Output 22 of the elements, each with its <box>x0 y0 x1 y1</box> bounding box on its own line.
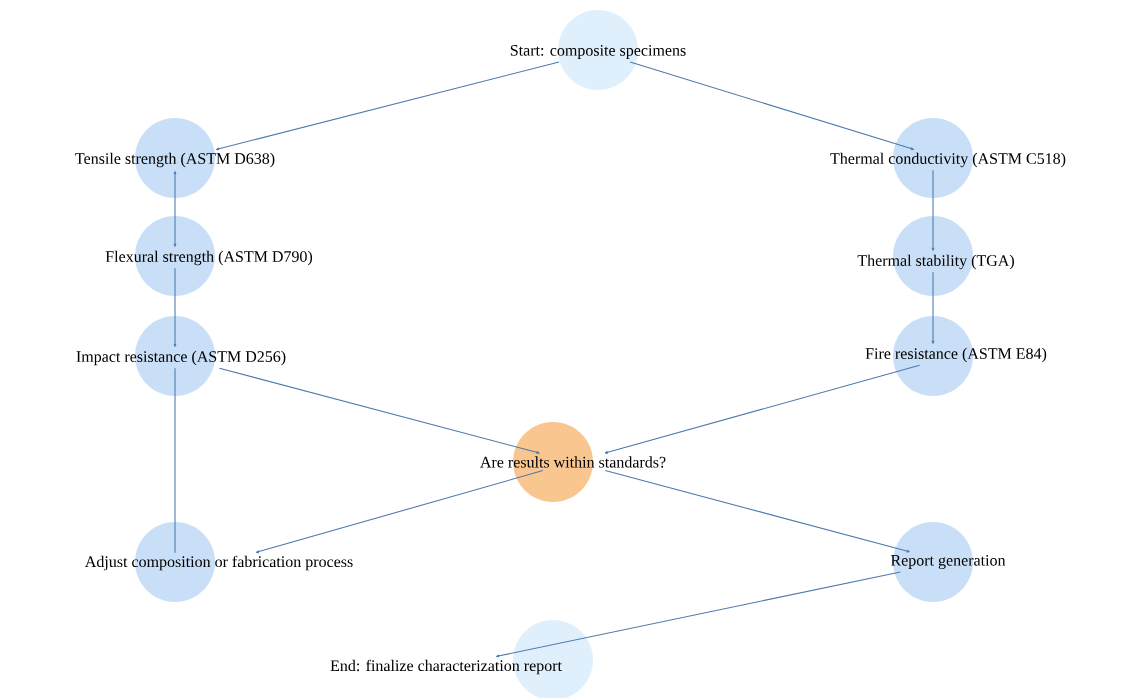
arrow <box>215 61 560 151</box>
arrow <box>255 470 544 554</box>
circle-node: Start: composite specimens <box>510 10 686 90</box>
arrow <box>931 271 935 344</box>
circle-node: Tensile strength (ASTM D638) <box>75 118 275 198</box>
arrow <box>173 171 177 247</box>
circle-node: Are results within standards? <box>480 422 666 502</box>
arrow <box>604 470 910 553</box>
circle-node: Fire resistance (ASTM E84) <box>865 316 1047 396</box>
circle-node: Thermal conductivity (ASTM C518) <box>830 118 1066 198</box>
arrow <box>931 169 935 251</box>
circle-node: End: finalize characterization report <box>330 620 593 698</box>
circle-node: Thermal stability (TGA) <box>857 216 1014 296</box>
arrow <box>629 61 915 151</box>
arrow <box>604 364 921 454</box>
arrow <box>173 267 177 347</box>
arrow <box>495 571 901 658</box>
arrow <box>218 367 540 454</box>
circle-node: Report generation <box>890 522 1006 602</box>
circle-node: Adjust composition or fabrication process <box>84 522 353 602</box>
circle-node: Impact resistance (ASTM D256) <box>76 316 286 396</box>
circle-node: Flexural strength (ASTM D790) <box>105 216 313 296</box>
